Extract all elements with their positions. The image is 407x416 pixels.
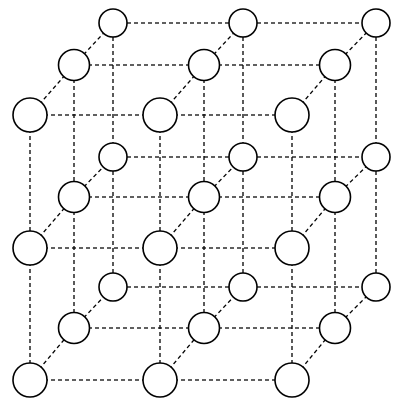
lattice-atom [228, 272, 258, 302]
lattice-atom [228, 8, 258, 38]
lattice-atom [274, 362, 310, 398]
lattice-atom [57, 180, 91, 214]
lattice-atom [142, 362, 178, 398]
lattice-atom [12, 230, 48, 266]
lattice-atom [57, 311, 91, 345]
lattice-atom [12, 97, 48, 133]
lattice-atom [142, 97, 178, 133]
lattice-atom [187, 180, 221, 214]
lattice-atom [318, 48, 352, 82]
lattice-atom [274, 97, 310, 133]
lattice-atom [187, 48, 221, 82]
lattice-atom [98, 272, 128, 302]
lattice-atom [361, 272, 391, 302]
lattice-atom [98, 142, 128, 172]
lattice-atom [274, 230, 310, 266]
lattice-atom [228, 142, 258, 172]
lattice-atom [187, 311, 221, 345]
lattice-atom [98, 8, 128, 38]
lattice-atom [361, 142, 391, 172]
lattice-atom [318, 311, 352, 345]
lattice-atoms [12, 8, 391, 398]
lattice-atom [142, 230, 178, 266]
lattice-atom [12, 362, 48, 398]
lattice-atom [361, 8, 391, 38]
lattice-atom [318, 180, 352, 214]
lattice-atom [57, 48, 91, 82]
